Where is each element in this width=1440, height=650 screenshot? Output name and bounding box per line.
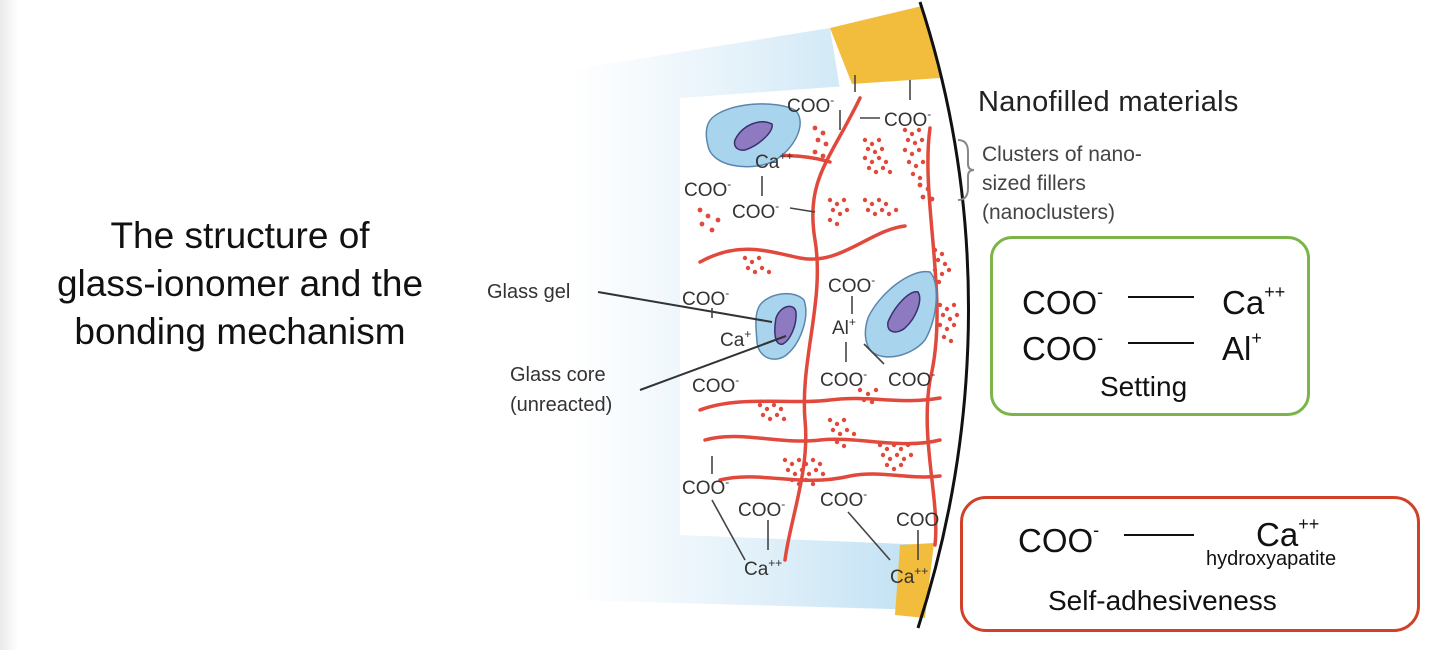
glass-core-label-line2: (unreacted) bbox=[510, 394, 612, 416]
setting-row2-right: Al+ bbox=[1222, 328, 1262, 367]
coo-label: COO- bbox=[692, 373, 739, 397]
adhesion-left: COO- bbox=[1018, 520, 1100, 559]
coo-label: COO- bbox=[884, 107, 931, 131]
nanocluster bbox=[862, 197, 899, 217]
coo-label: COO- bbox=[828, 273, 875, 297]
nanocluster bbox=[782, 457, 826, 487]
bond-line bbox=[789, 207, 816, 213]
nanocluster bbox=[862, 137, 893, 175]
slide-edge-shadow bbox=[0, 0, 18, 650]
nanofilled-desc-line-2: sized fillers bbox=[982, 172, 1086, 195]
nanocluster bbox=[812, 125, 829, 159]
coo-label: COO- bbox=[820, 487, 867, 511]
self-adhesiveness-box bbox=[960, 496, 1420, 632]
nanocluster bbox=[917, 182, 935, 202]
coo-label: COO- bbox=[682, 286, 729, 310]
nanofilled-desc-line-3: (nanoclusters) bbox=[982, 201, 1116, 224]
tooth-edge-curve bbox=[916, 1, 970, 629]
polymer-chains bbox=[698, 96, 942, 562]
nanocluster bbox=[742, 255, 772, 275]
coo-label: COO- bbox=[738, 497, 785, 521]
coo-label: COO- bbox=[684, 177, 731, 201]
nanocluster bbox=[932, 247, 952, 285]
nanoclusters bbox=[697, 125, 960, 487]
glass-particle-middle-right bbox=[864, 270, 938, 358]
ca-label: Ca++ bbox=[744, 556, 782, 580]
polymer-chain bbox=[703, 434, 942, 446]
nanofilled-description: Clusters of nano- sized fillers (nanoclu… bbox=[982, 140, 1142, 227]
setting-row1-left: COO- bbox=[1022, 282, 1104, 321]
enamel-top bbox=[830, 6, 940, 84]
nanocluster bbox=[827, 417, 857, 449]
ca-label: Ca++ bbox=[890, 564, 928, 588]
diagram-chem-labels: COO- COO- Ca++ COO- COO- COO- COO- Al+ C… bbox=[682, 93, 939, 588]
bond-lines bbox=[711, 75, 919, 561]
glass-particle-top-left bbox=[705, 103, 801, 168]
enamel-bottom bbox=[895, 543, 934, 618]
glass-core bbox=[774, 305, 797, 345]
adhesion-caption: Self-adhesiveness bbox=[1048, 585, 1277, 616]
nanofilled-desc-line-1: Clusters of nano- bbox=[982, 143, 1142, 166]
bond-line bbox=[847, 511, 891, 561]
polymer-chain bbox=[925, 126, 939, 547]
setting-row2-left: COO- bbox=[1022, 328, 1104, 367]
nanocluster-bracket bbox=[957, 139, 975, 201]
adhesion-bond bbox=[1124, 534, 1194, 536]
bond-line bbox=[863, 343, 885, 365]
coo-label: COO bbox=[896, 510, 939, 531]
title-line-2: glass-ionomer and the bbox=[56, 263, 424, 304]
glass-core bbox=[733, 121, 773, 151]
nanofilled-title: Nanofilled materials bbox=[978, 86, 1239, 118]
nanocluster bbox=[937, 302, 960, 344]
coo-label: COO- bbox=[682, 475, 729, 499]
nanocluster bbox=[697, 207, 721, 233]
setting-caption: Setting bbox=[1100, 371, 1188, 402]
glass-core bbox=[887, 291, 921, 333]
ca-label: Ca+ bbox=[720, 327, 751, 351]
coo-label: COO- bbox=[732, 199, 779, 223]
setting-box bbox=[990, 236, 1310, 416]
polymer-chain bbox=[698, 224, 907, 264]
glass-core-pointer bbox=[639, 335, 787, 391]
adhesion-right-subscript: hydroxyapatite bbox=[1206, 548, 1337, 570]
glass-gel-pointer bbox=[597, 291, 773, 323]
setting-row2-bond bbox=[1128, 342, 1194, 344]
bond-line bbox=[711, 499, 746, 561]
glass-core-label-line1: Glass core bbox=[510, 364, 606, 386]
coo-label: COO- bbox=[820, 367, 867, 391]
slide-title: The structure of glass-ionomer and the b… bbox=[20, 212, 460, 356]
title-line-3: bonding mechanism bbox=[74, 311, 406, 352]
polymer-chain bbox=[698, 396, 942, 412]
nanocluster bbox=[902, 127, 926, 181]
coo-label: COO- bbox=[787, 93, 834, 117]
ca-label: Ca++ bbox=[755, 149, 793, 173]
adhesion-right: Ca++ bbox=[1256, 514, 1320, 553]
nanocluster bbox=[877, 442, 914, 472]
polymer-chain bbox=[783, 96, 862, 562]
nanocluster bbox=[857, 387, 879, 405]
nanocluster bbox=[757, 402, 787, 422]
setting-row1-bond bbox=[1128, 296, 1194, 298]
al-label: Al+ bbox=[832, 315, 856, 339]
title-line-1: The structure of bbox=[110, 215, 370, 256]
nanocluster bbox=[827, 197, 850, 227]
glass-gel-label: Glass gel bbox=[487, 281, 570, 303]
polymer-chain bbox=[718, 472, 942, 483]
setting-row1-right: Ca++ bbox=[1222, 282, 1286, 321]
coo-label: COO- bbox=[888, 367, 935, 391]
